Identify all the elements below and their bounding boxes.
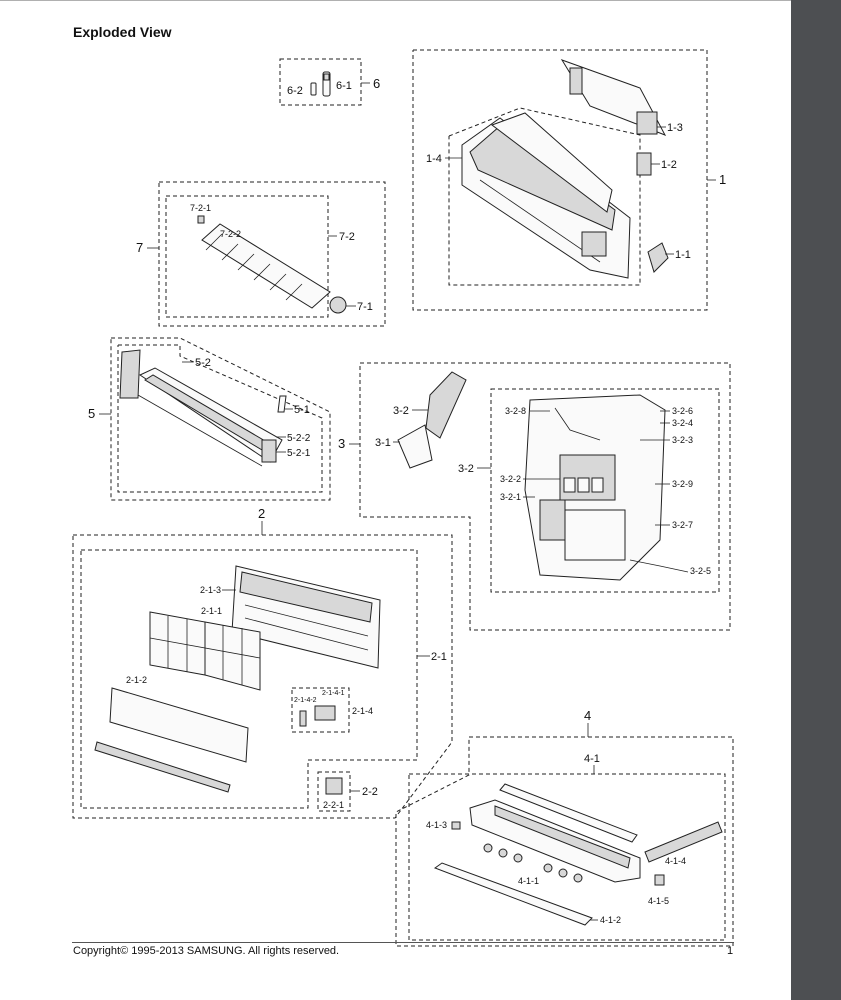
label-3-2: 3-2 [458,463,474,475]
part-2-1-1-filter-left [149,611,206,676]
label-3-2-cover: 3-2 [393,405,409,417]
label-1-1: 1-1 [675,249,691,261]
label-7-2-2: 7-2-2 [220,229,241,239]
label-5-2-1: 5-2-1 [287,448,311,459]
part-4-top-strip [499,783,638,843]
group-6-remote: 6-2 6-1 6 [279,58,380,106]
part-2-1-1-filter-right [204,621,261,691]
exploded-view-diagram: 6-2 6-1 6 1-3 1-2 1-1 1-4 1 [72,49,734,947]
scrollbar-thumb[interactable] [791,0,841,1000]
label-2: 2 [258,506,265,521]
label-6-1: 6-1 [336,80,352,92]
part-5-2-2-link [261,439,277,463]
label-4-1: 4-1 [584,753,600,765]
group-3-control-box: 3-2 3-1 3-2 3-2-8 3-2-6 3-2-4 3-2-3 3-2-… [338,362,731,631]
page-number: 1 [727,945,734,957]
label-5-1: 5-1 [294,404,310,416]
part-2-lower-trim [94,741,231,793]
label-1: 1 [719,172,726,187]
part-2-1-2-front-panel [109,687,249,763]
part-5-2-motor-bracket [119,349,141,399]
part-7-2-1-bushing [197,215,205,224]
label-4-1-2: 4-1-2 [600,915,621,925]
part-4-1-2-lower-bar [433,862,593,926]
label-6: 6 [373,76,380,91]
label-7-1: 7-1 [357,301,373,313]
part-4-1-3-screw [451,821,461,830]
label-3-2-7: 3-2-7 [672,520,693,530]
label-1-3: 1-3 [667,122,683,134]
label-4-1-1: 4-1-1 [518,876,539,886]
label-5-2-2: 5-2-2 [287,433,311,444]
label-7: 7 [136,240,143,255]
label-4-1-5: 4-1-5 [648,896,669,906]
label-1-2: 1-2 [661,159,677,171]
label-2-1-4: 2-1-4 [352,706,373,716]
label-7-2: 7-2 [339,231,355,243]
group-5-louver: 5-2 5-1 5-2-2 5-2-1 5 [88,337,331,501]
label-1-4: 1-4 [426,153,442,165]
label-2-1-3: 2-1-3 [200,585,221,595]
label-3-2-3: 3-2-3 [672,435,693,445]
label-4-1-4: 4-1-4 [665,856,686,866]
label-3-2-2: 3-2-2 [500,474,521,484]
label-4: 4 [584,708,591,723]
group-2-front-panel: 2 2-1-3 2-1-1 2-1-2 2-1 2-1-4- [72,506,453,819]
part-4-1-5-cap [654,874,665,886]
group-1-frame: 1-3 1-2 1-1 1-4 1 [412,49,726,311]
label-2-1: 2-1 [431,651,447,663]
label-3-2-5: 3-2-5 [690,566,711,576]
label-3: 3 [338,436,345,451]
part-1-1-cover [647,242,669,273]
page-title: Exploded View [73,24,172,40]
label-5-2: 5-2 [195,357,211,369]
part-2-2-1-sensor [325,777,343,795]
label-2-1-1: 2-1-1 [201,606,222,616]
label-3-2-9: 3-2-9 [672,479,693,489]
part-2-1-4-2-display-cover [299,710,307,727]
label-3-2-6: 3-2-6 [672,406,693,416]
label-3-2-8: 3-2-8 [505,406,526,416]
label-2-2-1: 2-2-1 [323,800,344,810]
part-7-1-motor [329,296,347,314]
part-5-1-clip [277,395,287,413]
part-6-2-holder [310,82,317,96]
label-5: 5 [88,406,95,421]
label-2-1-4-1: 2-1-4-1 [322,690,345,697]
part-1-2-bracket [636,152,652,176]
label-2-1-2: 2-1-2 [126,675,147,685]
footer-divider [72,942,734,943]
group-4-drain-pan: 4 4-1 4-1-3 4-1-1 4-1-4 4-1-5 4-1-2 [395,708,734,947]
part-4-1-1-guide [483,843,493,853]
label-2-1-4-2: 2-1-4-2 [294,697,317,704]
copyright-text: Copyright© 1995-2013 SAMSUNG. All rights… [73,945,340,957]
part-4-1-4-drain-hose [644,821,723,863]
part-3-1-terminal-cover [397,424,433,469]
part-3-2-box-cover [425,371,467,439]
label-3-1: 3-1 [375,437,391,449]
label-3-2-1: 3-2-1 [500,492,521,502]
group-7-fan: 7-2-1 7-2-2 7-2 7-1 7 [136,181,386,327]
part-7-2-2-fan-blower [201,223,331,309]
label-2-2: 2-2 [362,786,378,798]
label-4-1-3: 4-1-3 [426,820,447,830]
label-6-2: 6-2 [287,85,303,97]
label-3-2-4: 3-2-4 [672,418,693,428]
label-7-2-1: 7-2-1 [190,203,211,213]
vertical-scrollbar[interactable] [791,0,841,1000]
part-2-1-4-1-display-pcb [314,705,336,721]
